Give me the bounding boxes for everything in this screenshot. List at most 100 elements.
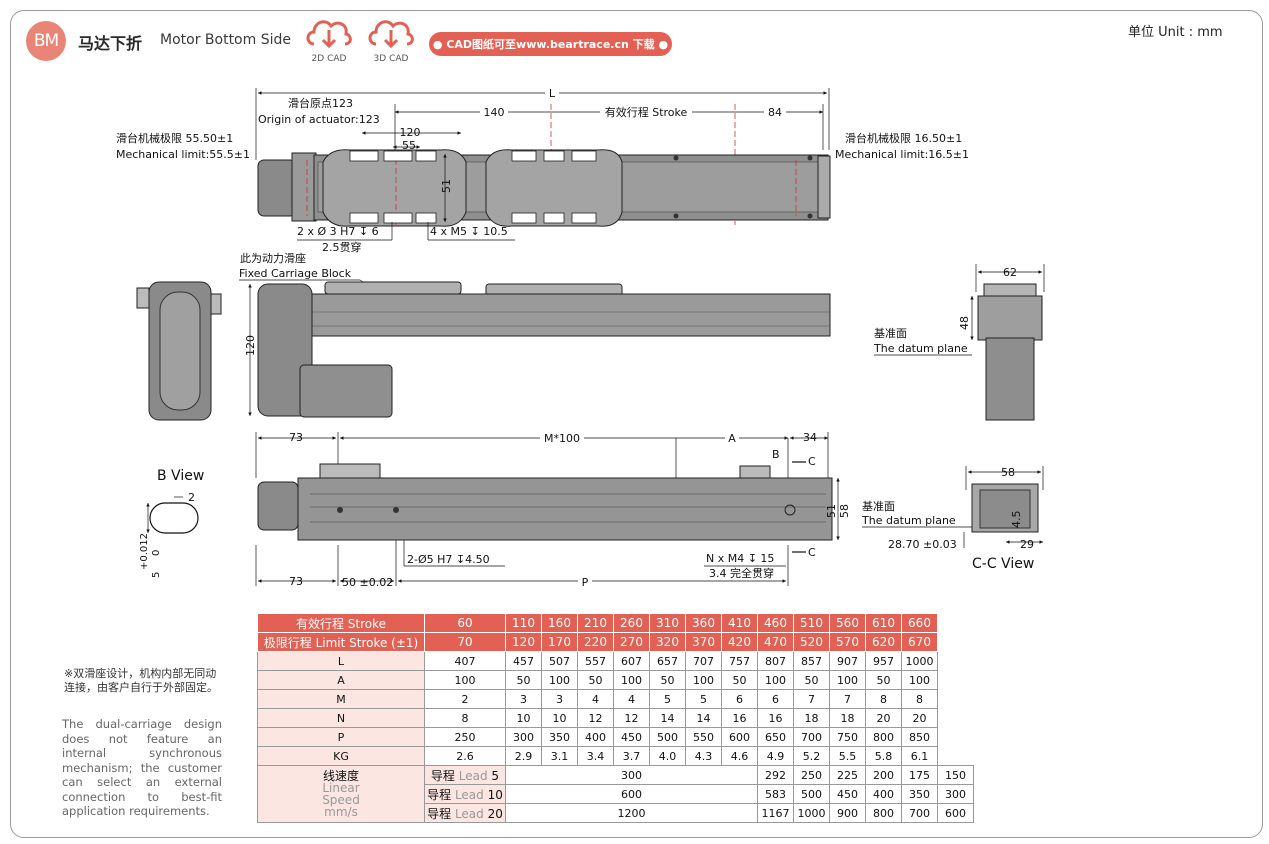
pin-hole-callout: 2 x Ø 3 H7 ↧ 6 [297,225,379,238]
cloud-download-icon [368,20,414,49]
spec-cell: 50 [865,670,902,690]
limit-cell: 620 [865,632,902,652]
spec-cell: 7 [829,689,866,709]
stroke-row: 有效行程 Stroke 60 110 160 210 260 310 360 4… [257,613,974,633]
speed-cell: 225 [829,765,866,785]
spec-cell: 100 [613,670,650,690]
pin-hole-bottom: 2-Ø5 H7 ↧4.50 [407,553,490,566]
stroke-cell: 660 [901,613,938,633]
dim-51: 51 [440,179,453,193]
spec-row-label: A [257,670,425,690]
section-title-cn: 马达下折 [78,34,143,53]
stroke-cell: 160 [541,613,578,633]
linear-speed-text: 线速度 [322,769,359,783]
spec-cell: 3 [505,689,542,709]
spec-cell: 557 [577,651,614,671]
cad-download-link[interactable]: ● CAD图纸可至www.beartrace.cn 下载 ● [429,32,672,56]
spec-cell: 20 [901,708,938,728]
speed-cell: 200 [865,765,902,785]
lead-en: Lead [458,768,488,783]
dim-140: 140 [484,106,505,119]
stroke-cell: 610 [865,613,902,633]
lead-label: 导程 Lead 10 [424,784,506,804]
tol-upper: +0.012 [139,533,150,570]
note-cn: ※双滑座设计，机构内部无同动连接，由客户自行于外部固定。 [64,667,218,694]
spec-cell: 14 [685,708,722,728]
spec-cell: 50 [505,670,542,690]
cloud-download-icon [306,20,352,49]
lead-value: 5 [491,768,500,783]
spec-cell: 707 [685,651,722,671]
spec-cell: 800 [865,727,902,747]
spec-cell: 600 [721,727,758,747]
cad-2d-download[interactable]: 2D CAD [304,12,354,64]
spec-cell: 407 [424,651,506,671]
lead-label: 导程 Lead 5 [424,765,506,785]
speed-cell: 300 [937,784,974,804]
dim-62: 62 [1003,266,1017,279]
linear-speed-text: mm/s [324,805,358,819]
linear-speed-text: Speed [322,793,360,807]
limit-cell: 120 [505,632,542,652]
lead-cn: 导程 [430,768,455,783]
stroke-cell: 110 [505,613,542,633]
spec-cell: 457 [505,651,542,671]
speed-cell: 150 [937,765,974,785]
spec-cell: 1000 [901,651,938,671]
origin-en: Origin of actuator:123 [258,113,380,126]
technical-drawing: L 140 有效行程 Stroke 84 滑台原点123 Origin of a… [116,85,1045,589]
speed-low-strokes: 1200 [505,803,758,823]
cad-3d-download[interactable]: 3D CAD [366,12,416,64]
dim-34: 34 [803,431,817,444]
dim-50: 50 ±0.02 [342,576,393,589]
dim-58-cc: 58 [1001,466,1015,479]
spec-cell: 100 [757,670,794,690]
stroke-cell: 510 [793,613,830,633]
series-badge: BM [26,21,66,61]
limit-cell: 170 [541,632,578,652]
stroke-cell: 60 [424,613,506,633]
limit-cell: 370 [685,632,722,652]
dim-73-bottom: 73 [289,575,303,588]
spec-cell: 16 [757,708,794,728]
stroke-cell: 360 [685,613,722,633]
spec-cell: 18 [829,708,866,728]
spec-cell: 400 [577,727,614,747]
spec-cell: 50 [793,670,830,690]
spec-cell: 5.5 [829,746,866,766]
spec-cell: 650 [757,727,794,747]
dim-48: 48 [958,316,971,330]
speed-cell: 900 [829,803,866,823]
pin-through-callout: 2.5贯穿 [322,240,362,254]
spec-cell: 3.7 [613,746,650,766]
stroke-cell: 310 [649,613,686,633]
spec-cell: 4.3 [685,746,722,766]
dim-73: 73 [289,431,303,444]
stroke-cell: 210 [577,613,614,633]
dim-M100: M*100 [544,432,580,445]
mech-limit-left-cn: 滑台机械极限 55.50±1 [116,131,233,145]
datum-cn-1: 基准面 [874,327,907,340]
spec-cell: 100 [541,670,578,690]
limit-cell: 320 [649,632,686,652]
dim-stroke: 有效行程 Stroke [605,105,688,119]
spec-cell: 10 [505,708,542,728]
spec-cell: 50 [649,670,686,690]
spec-cell: 757 [721,651,758,671]
spec-row-label: KG [257,746,425,766]
nm4-callout: N x M4 ↧ 15 [706,552,774,565]
speed-cell: 350 [901,784,938,804]
spec-cell: 300 [505,727,542,747]
spec-cell: 5.2 [793,746,830,766]
mech-limit-right-cn: 滑台机械极限 16.50±1 [845,131,962,145]
dim-4-5: 4.5 [1010,511,1023,529]
top-view: L 140 有效行程 Stroke 84 滑台原点123 Origin of a… [116,85,969,254]
limit-cell: 570 [829,632,866,652]
datum-en-2: The datum plane [861,514,956,527]
